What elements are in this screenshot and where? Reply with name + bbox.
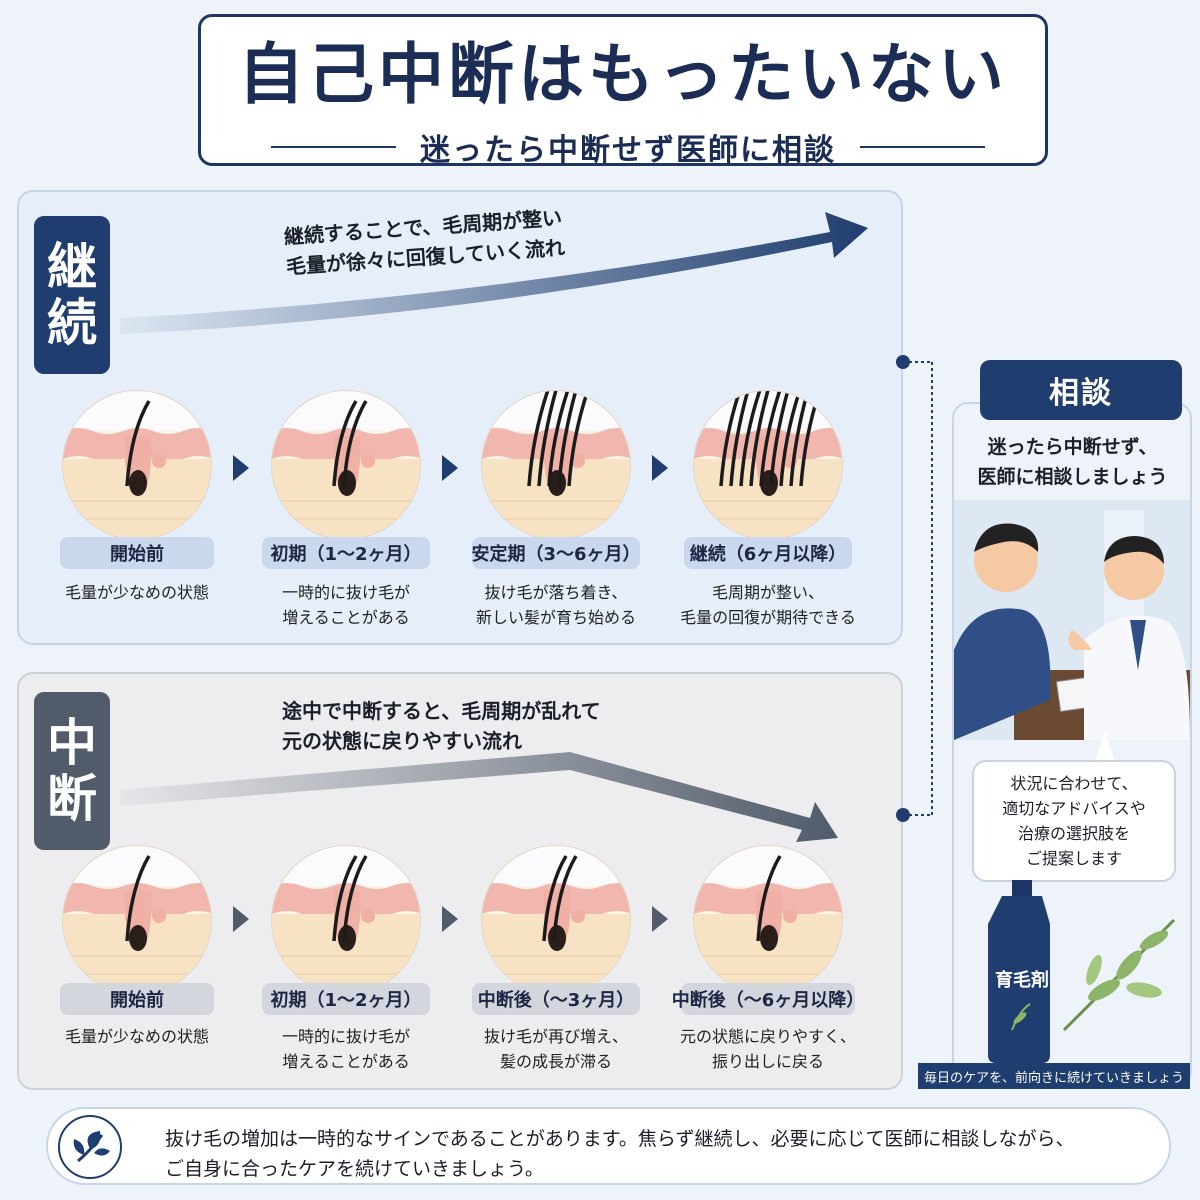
continue-stage-1-illustration [62,390,212,540]
continue-stage-3-desc: 抜け毛が落ち着き、新しい髪が育ち始める [451,580,661,630]
page-title: 自己中断はもったいない [238,36,1008,113]
subtitle-rule-left [271,146,396,148]
stop-stage-4-label: 中断後（〜6ヶ月以降） [672,983,864,1015]
stop-stage-3-desc-line-1: 抜け毛が再び増え、 [483,1027,628,1046]
stop-arrow [120,752,838,842]
continue-stage-3-label: 安定期（3〜6ヶ月） [471,537,641,569]
stop-flow-text: 途中で中断すると、毛周期が乱れて 元の状態に戻りやすい流れ [282,696,601,756]
daily-care-note: 毎日のケアを、前向きに続けていきましょう [918,1063,1190,1089]
continue-badge: 継 続 [34,216,110,374]
consult-text-line-1: 迷ったら中断せず、 [987,436,1158,458]
footer-text-line-2: ご自身に合ったケアを続けていきましょう。 [165,1158,544,1180]
stop-chevron-3-icon [652,906,668,932]
stop-stage-4-illustration [693,845,843,995]
bottle-and-leaves-illustration [988,880,1176,1063]
stop-stage-4-desc-line-2: 振り出しに戻る [711,1052,824,1071]
header-box: 自己中断はもったいない 迷ったら中断せず医師に相談 [198,14,1048,168]
page-subtitle: 迷ったら中断せず医師に相談 [420,133,836,168]
bottle-label: 育毛剤 [995,970,1049,991]
speech-line-1: 状況に合わせて、 [1010,774,1138,793]
continue-stage-2-desc: 一時的に抜け毛が増えることがある [241,580,451,630]
consult-text-line-2: 医師に相談しましょう [977,466,1168,488]
stop-stage-1-illustration [62,845,212,995]
speech-line-3: 治療の選択肢を [1017,824,1130,843]
stop-badge-char-1: 中 [47,714,97,772]
continue-stage-3-illustration [481,390,631,540]
consult-text: 迷ったら中断せず、 医師に相談しましょう [960,432,1185,492]
leaf-icon [58,1115,122,1179]
continue-stage-1-label: 開始前 [60,537,214,569]
footer-text: 抜け毛の増加は一時的なサインであることがあります。焦らず継続し、必要に応じて医師… [165,1124,1155,1184]
footer-box [46,1107,1171,1185]
doctor-consultation-illustration [954,500,1190,740]
stop-stage-2-desc-line-2: 増えることがある [282,1052,410,1071]
stop-stage-1-desc-line-1: 毛量が少なめの状態 [64,1027,209,1046]
stop-stage-2-desc-line-1: 一時的に抜け毛が [281,1027,410,1046]
stop-flow-line-2: 元の状態に戻りやすい流れ [282,729,522,753]
continue-stage-1-desc: 毛量が少なめの状態 [32,580,242,605]
stop-stage-2-illustration [271,845,421,995]
stop-stage-1-desc: 毛量が少なめの状態 [32,1024,242,1049]
continue-stage-2-desc-line-1: 一時的に抜け毛が [281,583,410,602]
continue-stage-4-illustration [693,390,843,540]
continue-stage-4-desc-line-2: 毛量の回復が期待できる [680,608,856,627]
continue-badge-char-1: 継 [47,238,97,296]
continue-stage-4-label: 継続（6ヶ月以降） [684,537,852,569]
stop-stage-2-desc: 一時的に抜け毛が増えることがある [241,1024,451,1074]
continue-badge-char-2: 続 [47,294,97,352]
continue-arrow [120,212,868,334]
stop-stage-4-desc: 元の状態に戻りやすく、振り出しに戻る [663,1024,873,1074]
speech-bubble: 状況に合わせて、 適切なアドバイスや 治療の選択肢を ご提案します [972,760,1176,882]
continue-stage-2-illustration [271,390,421,540]
stop-chevron-2-icon [442,906,458,932]
stop-stage-3-desc: 抜け毛が再び増え、髪の成長が滞る [451,1024,661,1074]
continue-stage-3-desc-line-1: 抜け毛が落ち着き、 [484,583,628,602]
speech-line-4: ご提案します [1025,849,1122,868]
subtitle-rule-right [860,146,985,148]
connector-dot-bottom [896,808,910,822]
continue-stage-1-desc-line-1: 毛量が少なめの状態 [64,583,209,602]
connector-dot-top [896,355,910,369]
continue-chevron-2-icon [442,455,458,481]
stop-badge: 中 断 [34,692,110,850]
stop-stage-2-label: 初期（1〜2ヶ月） [262,983,430,1015]
stop-chevron-1-icon [233,906,249,932]
continue-stage-4-desc: 毛周期が整い、毛量の回復が期待できる [663,580,873,630]
stop-stage-4-desc-line-1: 元の状態に戻りやすく、 [679,1027,856,1046]
continue-chevron-3-icon [652,455,668,481]
consult-title: 相談 [980,360,1182,420]
footer-text-line-1: 抜け毛の増加は一時的なサインであることがあります。焦らず継続し、必要に応じて医師… [165,1128,1075,1150]
subtitle-row: 迷ったら中断せず医師に相談 [271,129,985,168]
stop-badge-char-2: 断 [47,770,97,828]
stop-stage-3-desc-line-2: 髪の成長が滞る [499,1052,612,1071]
stop-flow-line-1: 途中で中断すると、毛周期が乱れて [282,699,601,723]
stop-stage-3-illustration [481,845,631,995]
stop-stage-1-label: 開始前 [60,983,214,1015]
continue-stage-3-desc-line-2: 新しい髪が育ち始める [475,608,636,627]
continue-stage-2-label: 初期（1〜2ヶ月） [262,537,430,569]
continue-chevron-1-icon [233,455,249,481]
speech-line-2: 適切なアドバイスや [1002,799,1146,818]
speech-bubble-tail [1095,730,1115,762]
continue-stage-2-desc-line-2: 増えることがある [282,608,410,627]
stop-stage-3-label: 中断後（〜3ヶ月） [472,983,640,1015]
continue-stage-4-desc-line-1: 毛周期が整い、 [711,583,824,602]
